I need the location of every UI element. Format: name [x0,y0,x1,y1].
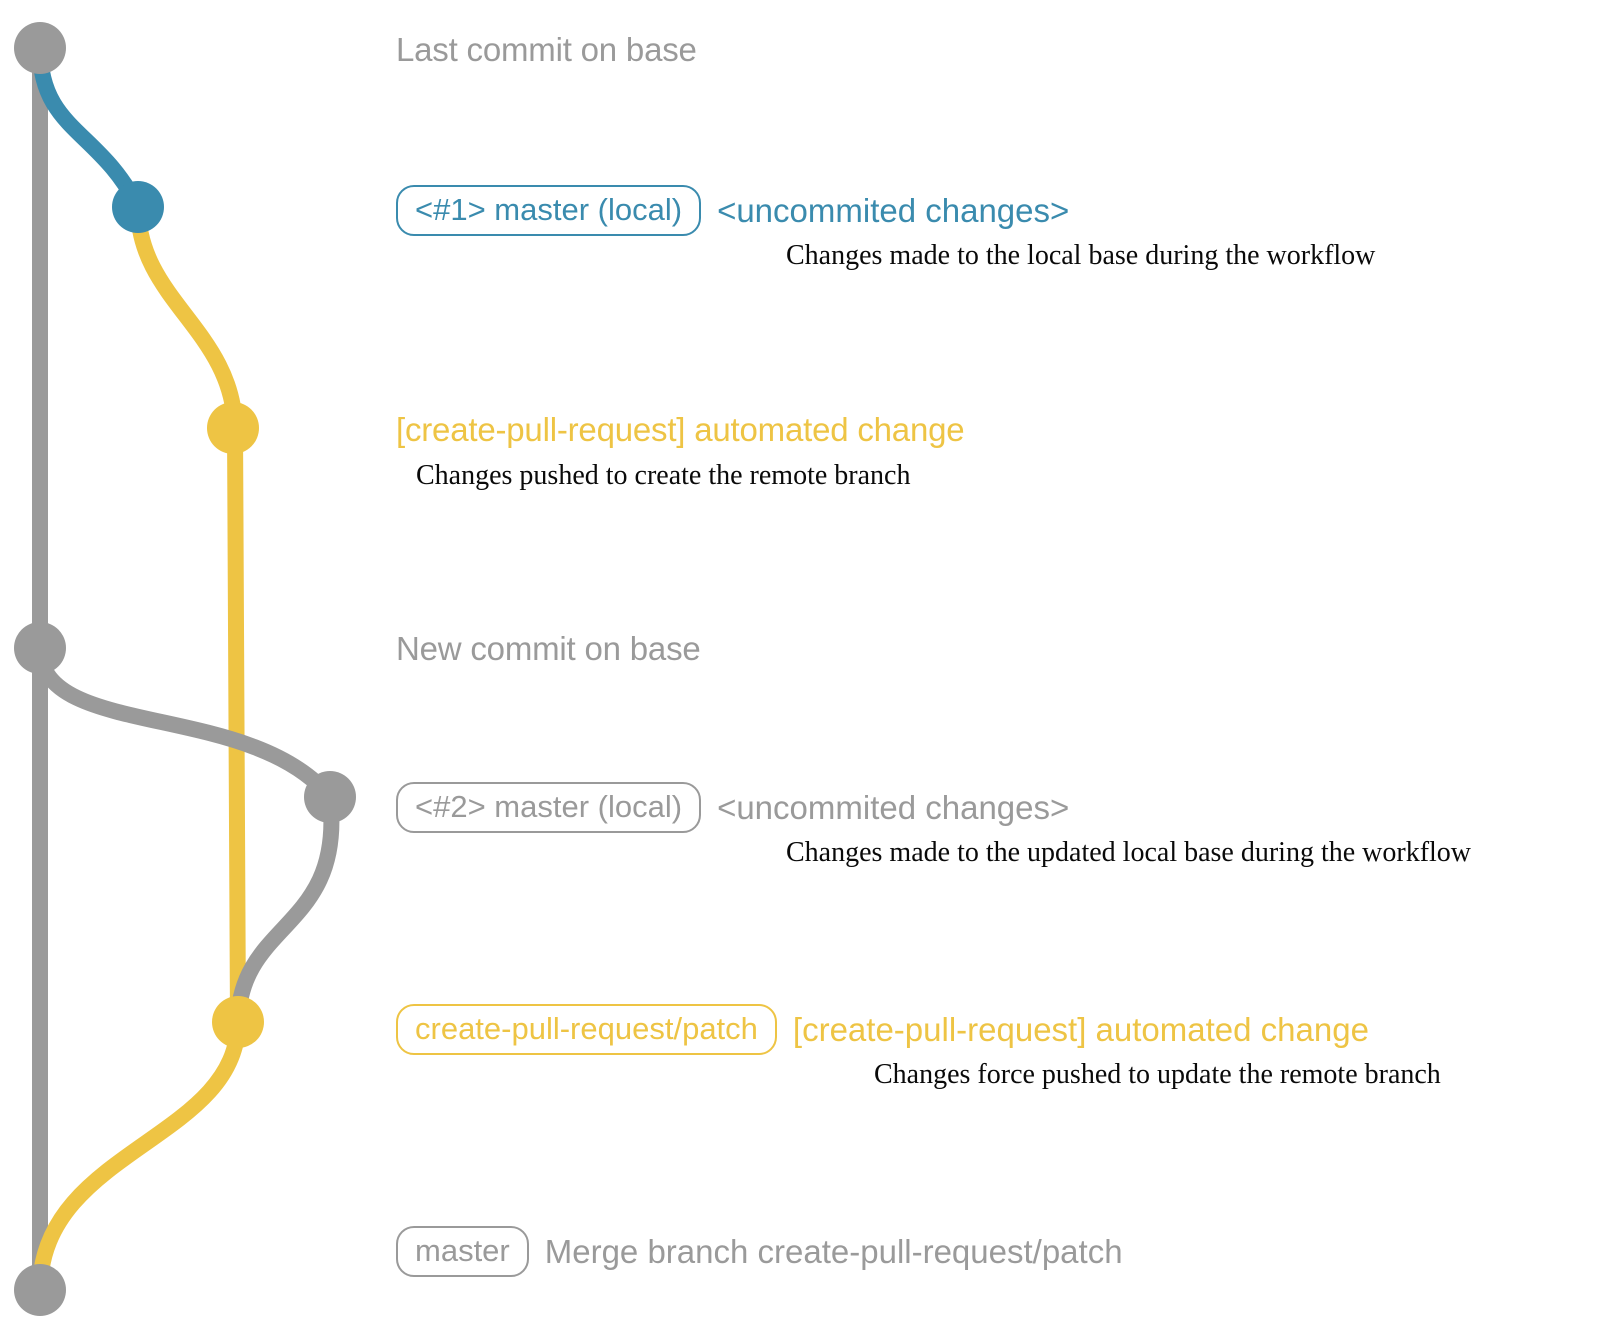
row-master-local-2: <#2> master (local) <uncommited changes> [396,782,1069,833]
commit-title-last-commit-on-base: Last commit on base [396,31,697,68]
label-line-merge-commit: master Merge branch create-pull-request/… [396,1226,1123,1277]
git-graph [14,22,356,1316]
row-last-commit-on-base: Last commit on base [396,31,697,69]
edge-base-to-local-1 [32,40,146,215]
edge-local-2-to-patch-2 [230,789,340,1030]
commit-title-master-local-1: <uncommited changes> [717,192,1070,229]
commit-title-new-commit-on-base: New commit on base [396,630,701,667]
edge-base-to-local-2 [32,640,338,805]
caption-master-local-2: Changes made to the updated local base d… [786,837,1472,868]
edge-patch-2-to-merge [32,1014,246,1298]
edge-patch-trunk [227,420,246,1030]
commit-node-merge[interactable] [14,1264,66,1316]
edge-local-1-to-patch-1 [130,199,243,436]
row-new-commit-on-base: New commit on base [396,630,701,668]
caption-master-local-1: Changes made to the local base during th… [786,240,1376,271]
caption-automated-change-1: Changes pushed to create the remote bran… [416,460,911,491]
commit-title-merge-commit: Merge branch create-pull-request/patch [544,1233,1123,1270]
commit-node-new-commit-on-base[interactable] [14,622,66,674]
commit-node-master-local-2[interactable] [304,771,356,823]
branch-badge-master-local-1[interactable]: <#1> master (local) [396,185,702,236]
label-line-master-local-2: <#2> master (local) <uncommited changes> [396,782,1069,833]
commit-title-automated-change-2: [create-pull-request] automated change [792,1011,1369,1048]
commit-node-last-commit-on-base[interactable] [14,22,66,74]
commit-node-automated-change-2[interactable] [212,996,264,1048]
commit-node-master-local-1[interactable] [112,181,164,233]
label-line-master-local-1: <#1> master (local) <uncommited changes> [396,185,1069,236]
caption-automated-change-2: Changes force pushed to update the remot… [874,1059,1441,1090]
branch-badge-master-local-2[interactable]: <#2> master (local) [396,782,702,833]
branch-badge-master[interactable]: master [396,1226,529,1277]
commit-title-master-local-2: <uncommited changes> [717,789,1070,826]
commit-node-automated-change-1[interactable] [207,402,259,454]
commit-title-automated-change-1: [create-pull-request] automated change [396,411,965,448]
row-master-local-1: <#1> master (local) <uncommited changes> [396,185,1069,236]
row-automated-change-1: [create-pull-request] automated change [396,411,965,449]
row-merge-commit: master Merge branch create-pull-request/… [396,1226,1123,1277]
branch-badge-create-pull-request-patch[interactable]: create-pull-request/patch [396,1004,777,1055]
row-automated-change-2: create-pull-request/patch [create-pull-r… [396,1004,1369,1055]
label-line-automated-change-2: create-pull-request/patch [create-pull-r… [396,1004,1369,1055]
